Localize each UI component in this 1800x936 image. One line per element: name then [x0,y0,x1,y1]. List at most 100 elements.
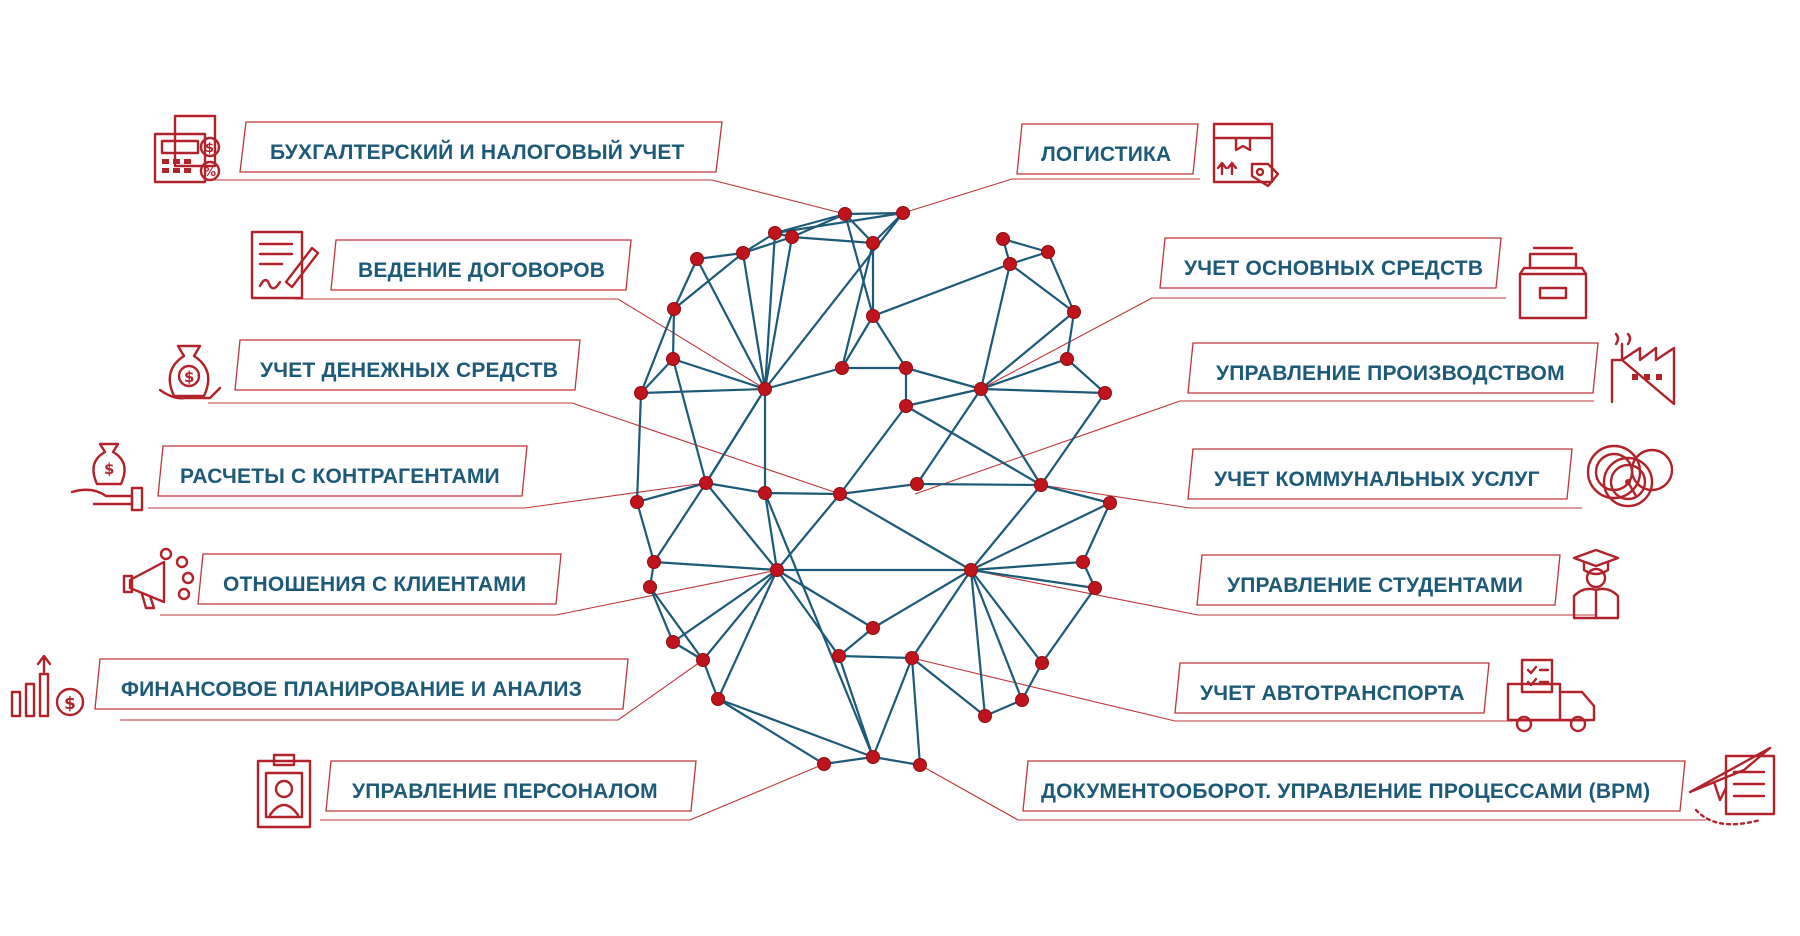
meters-icon [1586,444,1674,508]
module-contracts[interactable]: ВЕДЕНИЕ ДОГОВОРОВ [330,239,632,291]
network-node [634,386,648,400]
network-edge [639,357,675,395]
network-node [667,302,681,316]
network-edge [910,656,987,718]
module-personnel[interactable]: УПРАВЛЕНИЕ ПЕРСОНАЛОМ [325,760,697,812]
network-edge [775,568,841,658]
network-node [832,649,846,663]
megaphone-feedback-icon [122,547,195,610]
module-accounting[interactable]: БУХГАЛТЕРСКИЙ И НАЛОГОВЫЙ УЧЕТ [239,121,723,173]
leader-finance [120,659,704,721]
module-utilities[interactable]: УЧЕТ КОММУНАЛЬНЫХ УСЛУГ [1187,448,1573,500]
network-edge [704,481,767,495]
network-node [1041,245,1055,259]
module-production[interactable]: УПРАВЛЕНИЕ ПРОИЗВОДСТВОМ [1187,342,1599,394]
network-node [647,555,661,569]
module-label: УПРАВЛЕНИЕ ПЕРСОНАЛОМ [352,780,658,803]
network-node [866,621,880,635]
network-node [1076,555,1090,569]
network-edge [716,697,875,759]
network-edge [979,387,1107,395]
leader-logistics [902,178,1200,214]
module-label: УЧЕТ АВТОТРАНСПОРТА [1200,682,1465,705]
network-edge [763,235,794,391]
network-edge [763,491,875,759]
module-label: ОТНОШЕНИЯ С КЛИЕНТАМИ [223,573,526,596]
network-edge [1065,310,1076,361]
label-box [1174,662,1490,714]
network-edge [969,560,1085,572]
leader-cash [208,402,841,495]
network-node [905,651,919,665]
network-edge [969,501,1112,572]
network-edge [840,314,875,370]
leader-documents [919,764,1706,821]
network-edge [843,212,875,318]
network-edge [635,500,656,564]
module-counterparties[interactable]: РАСЧЕТЫ С КОНТРАГЕНТАМИ [157,445,528,497]
network-edge [635,481,708,504]
network-node [690,252,704,266]
label-box [197,553,562,605]
delivery-truck-icon [1506,658,1596,733]
network-edge [701,568,779,662]
network-node [835,361,849,375]
module-label: УЧЕТ ДЕНЕЖНЫХ СРЕДСТВ [260,359,558,382]
network-edge [1081,501,1112,564]
module-logistics[interactable]: ЛОГИСТИКА [1016,123,1199,175]
network-node [899,361,913,375]
network-edge [1039,391,1107,487]
label-box [330,239,632,291]
network-node [711,692,725,706]
module-vehicles[interactable]: УЧЕТ АВТОТРАНСПОРТА [1174,662,1490,714]
network-edge [648,585,675,644]
network-node [1098,386,1112,400]
network-edge [910,568,973,660]
money-bag-hand-icon: $ [158,344,222,400]
network-edge [716,697,826,766]
module-fixed-assets[interactable]: УЧЕТ ОСНОВНЫХ СРЕДСТВ [1159,237,1502,289]
leader-counterparties [148,482,706,509]
network-node [1067,305,1081,319]
module-label: ДОКУМЕНТООБОРОТ. УПРАВЛЕНИЕ ПРОЦЕССАМИ (… [1041,780,1650,803]
network-edge [838,404,908,496]
module-finance[interactable]: ФИНАНСОВОЕ ПЛАНИРОВАНИЕ И АНАЛИЗ [94,658,629,710]
svg-text:$: $ [104,460,114,478]
network-edge [1065,357,1107,395]
network-node [630,495,644,509]
module-clients[interactable]: ОТНОШЕНИЯ С КЛИЕНТАМИ [197,553,562,605]
network-edge [763,366,844,391]
label-box [1159,237,1502,289]
contract-signature-icon [250,230,320,300]
calculator-invoice-icon: $ % [153,114,221,184]
network-node [1003,257,1017,271]
network-node [768,226,782,240]
money-bag-payment-icon: $ [70,442,144,512]
network-edge [837,654,914,660]
network-edge [1020,661,1044,702]
svg-text:$: $ [184,368,194,386]
network-node [866,750,880,764]
network-edge [838,482,919,496]
module-documents[interactable]: ДОКУМЕНТООБОРОТ. УПРАВЛЕНИЕ ПРОЦЕССАМИ (… [1022,760,1686,812]
network-edges [635,211,1112,767]
label-box [234,339,581,391]
network-edge [871,262,1012,318]
network-node [758,486,772,500]
label-box [325,760,697,812]
network-node [899,399,913,413]
network-edge [915,482,1043,487]
label-box [94,658,629,710]
module-cash[interactable]: УЧЕТ ДЕНЕЖНЫХ СРЕДСТВ [234,339,581,391]
network-edge [915,387,983,486]
network-edge [837,654,875,759]
network-edge [904,404,1043,487]
network-edge [704,481,779,572]
network-edge [904,366,983,391]
module-label: ФИНАНСОВОЕ ПЛАНИРОВАНИЕ И АНАЛИЗ [121,678,582,701]
paper-plane-document-icon [1688,746,1776,826]
module-students[interactable]: УПРАВЛЕНИЕ СТУДЕНТАМИ [1196,554,1561,606]
network-node [1088,581,1102,595]
network-edge [671,568,779,644]
network-edge [1040,586,1097,665]
